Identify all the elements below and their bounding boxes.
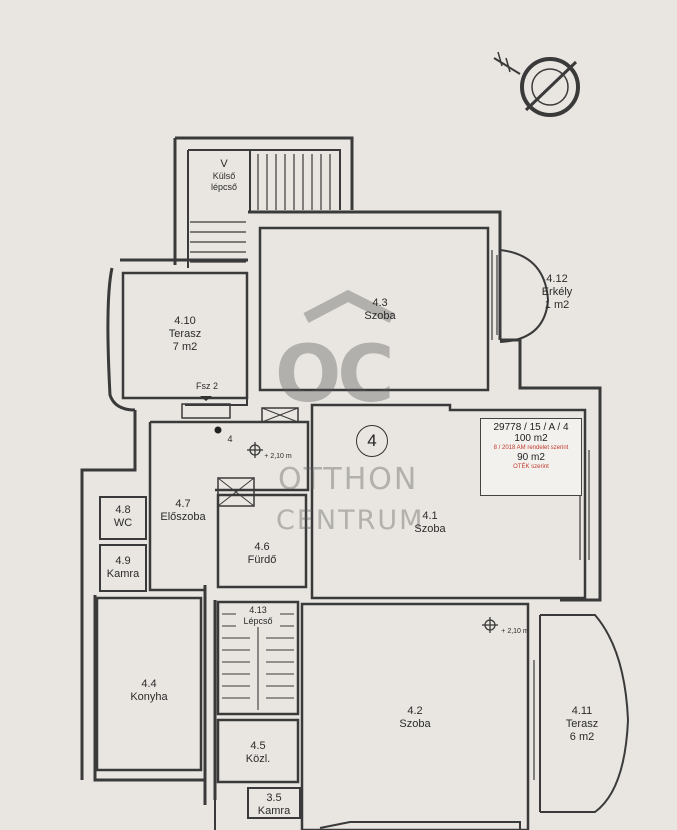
room-4-2-wall (300, 602, 530, 830)
height-marker-icon (247, 442, 263, 458)
watermark-line1: OTTHON (278, 462, 419, 497)
usable-area: 90 m2 (517, 452, 545, 463)
entrance-dot (214, 426, 222, 434)
north-arrow-icon (493, 51, 580, 117)
watermark-line2: CENTRUM (276, 505, 425, 536)
balcony-4-12-wall (499, 249, 550, 343)
room-4-10-wall (121, 271, 249, 400)
floor-marker-label: Fsz 2 (195, 381, 218, 391)
total-area: 100 m2 (514, 433, 548, 444)
outer-stair-walls (173, 136, 354, 268)
height-marker-icon (482, 617, 498, 633)
area-info-box: 29778 / 15 / A / 4 100 m2 8 / 2018 AM re… (480, 418, 582, 496)
building-walls (80, 210, 602, 805)
room-4-9-wall (99, 544, 147, 592)
watermark-logo: OC (275, 330, 395, 420)
otek-note: OTÉK szerint (513, 464, 549, 470)
room-4-8-wall (99, 496, 147, 540)
room-4-5-wall (216, 718, 300, 784)
room-3-5-wall (247, 787, 301, 819)
door-label: 4 (227, 434, 233, 444)
watermark-roof-icon (303, 289, 395, 323)
room-4-6-wall (216, 493, 308, 589)
room-4-3-wall (258, 226, 490, 392)
height-label-1: + 2,10 m (264, 453, 292, 460)
height-label-2: + 2,10 m (501, 628, 529, 635)
room-4-4-wall (95, 596, 203, 772)
room-4-11-wall (540, 614, 630, 813)
regulation-note: 8 / 2018 AM rendelet szerint (493, 445, 569, 451)
entrance-arrow-icon (200, 396, 212, 401)
room-4-1-wall (310, 403, 587, 600)
unit-number: 4 (356, 425, 388, 457)
room-4-7-wall (148, 420, 310, 592)
parcel-reference: 29778 / 15 / A / 4 (493, 422, 569, 433)
